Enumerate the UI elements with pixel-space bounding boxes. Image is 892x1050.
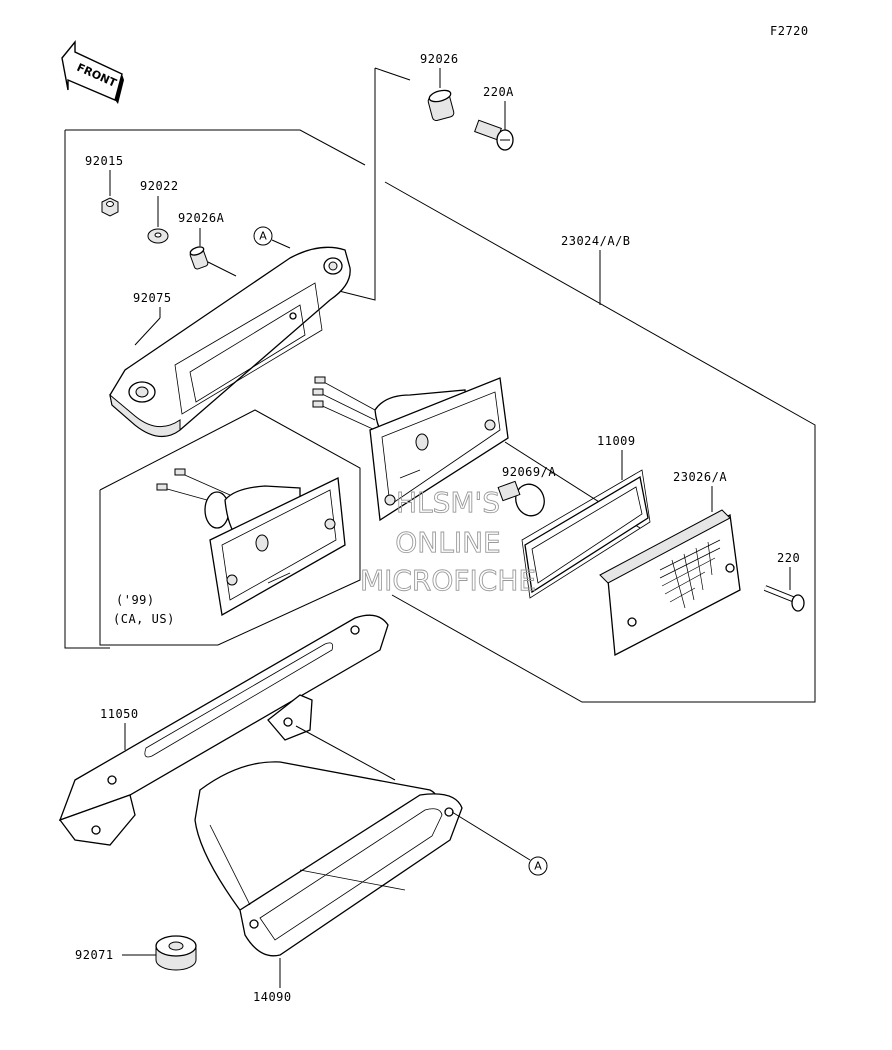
- label-92071: 92071: [75, 948, 114, 962]
- part-14090-cover: [194, 761, 463, 957]
- svg-text:MICROFICHE: MICROFICHE: [360, 564, 536, 597]
- part-92015-nut: [101, 197, 119, 217]
- label-92022: 92022: [140, 179, 179, 193]
- ref-a-top-icon: [253, 226, 273, 246]
- label-23026: 23026/A: [673, 470, 727, 484]
- figure-code: F2720: [770, 24, 809, 38]
- label-92026: 92026: [420, 52, 459, 66]
- part-92069-bulb: [497, 480, 545, 517]
- ref-a-top-label: A: [259, 230, 267, 243]
- part-92026-collar: [427, 89, 455, 122]
- svg-text:ONLINE: ONLINE: [395, 526, 500, 559]
- ref-a-bottom-icon: [528, 856, 548, 876]
- label-92075: 92075: [133, 291, 172, 305]
- part-92075-housing: [109, 246, 351, 437]
- part-220-screw: [763, 585, 805, 612]
- assembly-frame: [64, 67, 816, 703]
- svg-text:HLSM'S: HLSM'S: [396, 486, 500, 519]
- label-23024: 23024/A/B: [561, 234, 631, 248]
- label-220A: 220A: [483, 85, 514, 99]
- part-92071-grommet: [155, 935, 197, 971]
- variant-note-region: (CA, US): [113, 612, 175, 626]
- label-92015: 92015: [85, 154, 124, 168]
- label-11050: 11050: [100, 707, 139, 721]
- part-23026-lens: [599, 509, 741, 657]
- part-92022-washer: [147, 228, 169, 244]
- front-arrow-icon: FRONT: [61, 40, 124, 104]
- part-11050-bracket: [58, 614, 389, 846]
- ref-a-bottom-label: A: [534, 860, 542, 873]
- label-220: 220: [777, 551, 800, 565]
- label-92026A: 92026A: [178, 211, 225, 225]
- label-11009: 11009: [597, 434, 636, 448]
- part-220A-screw: [474, 119, 514, 151]
- part-23024-variant-lamp: [156, 468, 346, 617]
- part-23024-lamp-unit: [312, 376, 509, 522]
- watermark: HLSM'S ONLINE MICROFICHE: [359, 486, 536, 598]
- part-11009-gasket: [521, 469, 651, 599]
- label-14090: 14090: [253, 990, 292, 1004]
- label-92069: 92069/A: [502, 465, 556, 479]
- variant-note-year: ('99): [116, 593, 155, 607]
- part-92026A-collar: [189, 246, 209, 270]
